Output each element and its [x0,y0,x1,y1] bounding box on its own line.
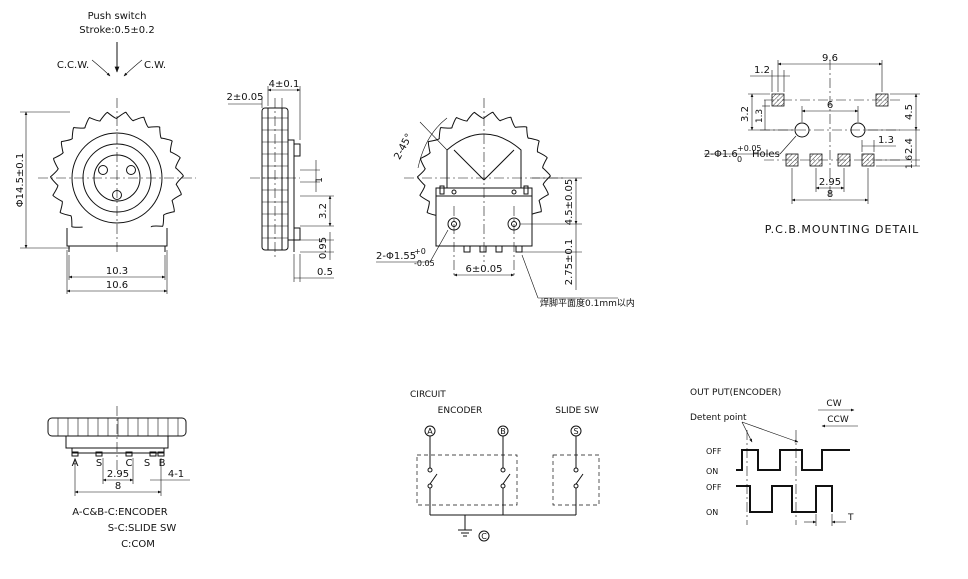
rear-view: 2-45° 4.5±0.05 2.75±0.1 6±0.05 2-Φ1.55 +… [376,98,635,309]
pcb-holes-sub: 0 [737,155,742,164]
bottom-dim-4-1: 4-1 [168,469,184,480]
off-2-label: OFF [706,483,722,492]
pcb-dim-1-3-left: 1.3 [755,109,765,123]
rear-holes-sub: -0.05 [414,259,435,268]
rear-holes-sup: +0 [414,247,426,256]
side-dim-left: 2±0.05 [226,92,263,103]
output-title: OUT PUT(ENCODER) [690,388,781,398]
pin-c-label: C [126,458,133,469]
pcb-holes-label: 2-Φ1.6 [704,149,738,160]
pcb-dim-1-6: 1.6 [905,155,915,170]
pin-s2-label: S [144,458,150,469]
front-view: Push switch Stroke:0.5±0.2 C.C.W. C.W. Φ… [15,11,196,294]
cw-label: C.W. [144,60,166,71]
pcb-mounting-detail: 9.6 1.2 6 3.2 1.3 4.5 2.4 1.6 1.3 2-Φ1.6… [704,53,920,236]
pcb-dim-6: 6 [827,100,833,111]
rear-holes-label: 2-Φ1.55 [376,251,416,262]
stroke-label: Stroke:0.5±0.2 [79,25,154,36]
bottom-dim-2-95: 2.95 [107,469,129,480]
width-inner-dim: 10.3 [106,266,128,277]
width-outer-dim: 10.6 [106,280,128,291]
node-c: C [481,532,487,541]
legend-encoder: A-C&B-C:ENCODER [72,507,168,518]
on-1-label: ON [706,467,718,476]
pcb-dim-1-3-right: 1.3 [878,135,894,146]
pin-s1-label: S [96,458,102,469]
rear-dim-6: 6±0.05 [465,264,502,275]
rear-dim-4-5: 4.5±0.05 [564,179,575,226]
cw-direction: CW [826,399,841,409]
pcb-holes-sup: +0.05 [737,144,762,153]
bottom-dim-8: 8 [115,481,121,492]
slide-sw-label: SLIDE SW [555,406,599,416]
side-dim-0-5: 0.5 [317,267,333,278]
side-view: 4±0.1 2±0.05 1 3.2 0.95 0.5 [226,79,334,282]
detent-point-label: Detent point [690,413,747,423]
circuit-diagram: CIRCUIT ENCODER SLIDE SW A B S C [410,390,600,542]
side-dim-0-95: 0.95 [318,237,329,259]
legend-slide: S-C:SLIDE SW [108,523,177,534]
bottom-view: A S C S B 2.95 8 4-1 A-C&B-C:ENCODER S-C… [47,406,190,550]
pcb-dim-3-2: 3.2 [740,106,751,122]
encoder-label: ENCODER [438,406,483,416]
ccw-label: C.C.W. [57,60,89,71]
side-dim-1: 1 [315,177,325,183]
off-1-label: OFF [706,447,722,456]
side-dim-top: 4±0.1 [269,79,300,90]
pcb-dim-1-2: 1.2 [754,65,770,76]
diameter-dim: Φ14.5±0.1 [15,153,26,207]
side-dim-3-2: 3.2 [318,203,329,219]
node-a: A [427,427,433,436]
pcb-holes-suffix: Holes [752,149,780,160]
rear-angle: 2-45° [392,132,415,162]
on-2-label: ON [706,508,718,517]
pcb-dim-4-5: 4.5 [904,104,915,120]
pcb-dim-2-95: 2.95 [819,177,841,188]
rear-dim-2-75: 2.75±0.1 [564,239,575,286]
pcb-dim-2-4: 2.4 [904,138,915,154]
node-b: B [500,427,506,436]
ccw-direction: CCW [827,415,849,425]
push-switch-label: Push switch [88,11,147,22]
rear-flatness-note: 焊脚平面度0.1mm以内 [540,297,635,309]
pin-b-label: B [159,458,166,469]
pcb-title: P.C.B.MOUNTING DETAIL [765,223,919,236]
circuit-title: CIRCUIT [410,390,446,400]
legend-com: C:COM [121,539,155,550]
pcb-dim-9-6: 9.6 [822,53,838,64]
output-waveform: OUT PUT(ENCODER) CW CCW Detent point OFF… [690,388,858,526]
node-s: S [573,427,578,436]
pcb-dim-8: 8 [827,189,833,200]
t-label: T [847,513,854,523]
